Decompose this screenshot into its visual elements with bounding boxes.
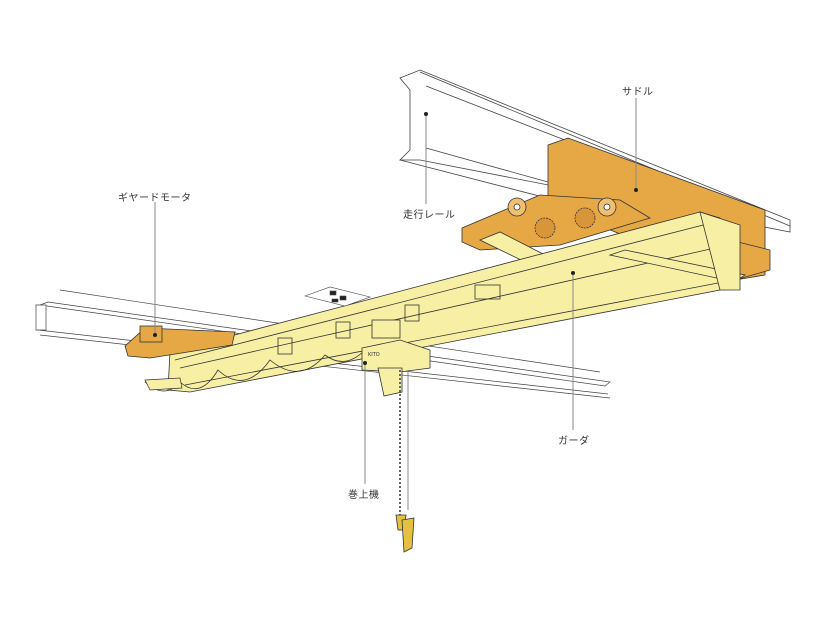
girder: [167, 211, 746, 393]
hoist-logo: KITO: [368, 352, 380, 358]
label-hoist: 巻上機: [348, 490, 380, 501]
label-saddle: サドル: [622, 87, 654, 98]
label-running-rail: 走行レール: [403, 210, 456, 221]
label-girder: ガーダ: [558, 436, 590, 447]
hoist: KITO: [361, 319, 431, 553]
mark-symbol: [303, 286, 372, 307]
label-geared-motor: ギヤードモータ: [118, 193, 192, 204]
geared-motor: [124, 325, 236, 359]
leader-lines: [153, 98, 638, 484]
